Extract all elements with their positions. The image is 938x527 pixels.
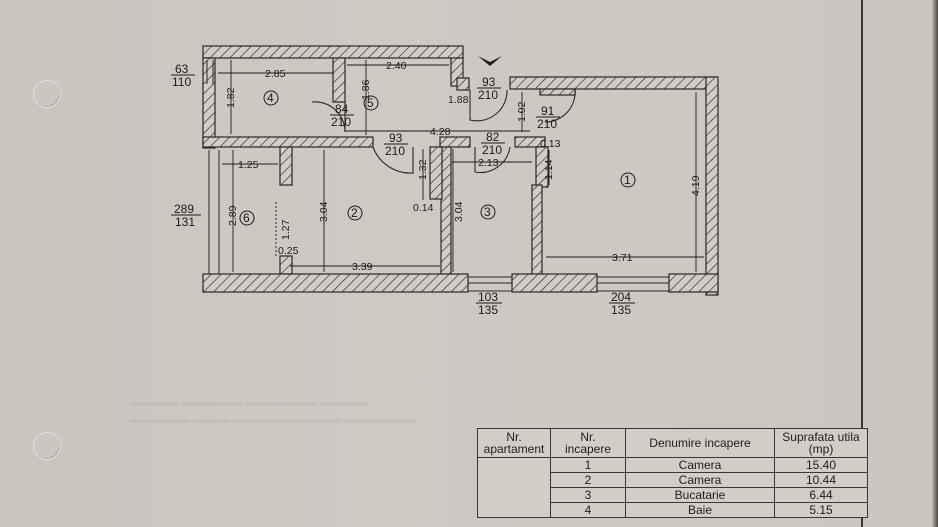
room-area-cell: 5.15 bbox=[774, 502, 868, 518]
opening-fractions bbox=[171, 74, 635, 304]
header-room-l2: incapere bbox=[564, 442, 612, 456]
room-area-cell: 6.44 bbox=[774, 487, 868, 503]
room-num-cell: 4 bbox=[550, 502, 626, 518]
svg-text:0.14: 0.14 bbox=[413, 202, 434, 214]
room-number-6: 6 bbox=[243, 211, 250, 225]
room-name-cell: Bucatarie bbox=[625, 487, 775, 503]
svg-text:0.13: 0.13 bbox=[540, 138, 561, 150]
table-row: 4 Baie 5.15 bbox=[478, 502, 868, 518]
room-number-5: 5 bbox=[367, 96, 374, 110]
svg-text:82: 82 bbox=[486, 130, 500, 144]
room-name-cell: Baie bbox=[625, 502, 775, 518]
punch-hole bbox=[33, 432, 61, 460]
svg-text:2.89: 2.89 bbox=[227, 205, 239, 226]
svg-text:93: 93 bbox=[389, 131, 403, 145]
svg-text:0.25: 0.25 bbox=[278, 245, 299, 257]
svg-text:1.32: 1.32 bbox=[417, 159, 429, 180]
dimension-texts: 2.85 2.40 1.88 4.28 0.13 2.13 0.14 3.71 … bbox=[238, 60, 633, 273]
apartment-cell bbox=[477, 457, 551, 518]
header-room-name: Denumire incapere bbox=[625, 428, 775, 458]
walls bbox=[202, 45, 719, 296]
svg-text:210: 210 bbox=[385, 144, 405, 158]
page-edge-shadow bbox=[932, 0, 938, 527]
svg-text:3.71: 3.71 bbox=[612, 252, 633, 264]
header-apartment-l2: apartament bbox=[483, 442, 545, 456]
header-area: Suprafata utila (mp) bbox=[774, 428, 868, 458]
header-room-l1: Nr. bbox=[580, 430, 596, 444]
svg-text:84: 84 bbox=[335, 102, 349, 116]
page-edge-line bbox=[861, 0, 863, 527]
svg-text:2.40: 2.40 bbox=[386, 60, 407, 72]
header-room-number: Nr. incapere bbox=[550, 428, 626, 458]
room-area-cell: 15.40 bbox=[774, 457, 868, 473]
punch-hole bbox=[33, 80, 61, 108]
entrance-arrow-icon bbox=[478, 56, 502, 66]
svg-text:1.02: 1.02 bbox=[516, 101, 528, 122]
svg-text:210: 210 bbox=[478, 88, 498, 102]
svg-text:1.27: 1.27 bbox=[280, 219, 292, 240]
header-area-l1: Suprafata utila bbox=[782, 430, 860, 444]
svg-text:210: 210 bbox=[331, 115, 351, 129]
room-name-cell: Camera bbox=[625, 457, 775, 473]
svg-text:1.86: 1.86 bbox=[360, 79, 372, 100]
room-numbers bbox=[239, 90, 636, 226]
table-row: 2 Camera 10.44 bbox=[478, 472, 868, 488]
room-name-cell: Camera bbox=[625, 472, 775, 488]
svg-text:210: 210 bbox=[482, 143, 502, 157]
windows bbox=[206, 60, 669, 292]
svg-text:135: 135 bbox=[611, 303, 631, 317]
faint-background-text: ▬▬▬▬ ▬▬▬▬▬ ▬▬▬▬▬▬ ▬▬▬▬ bbox=[130, 395, 369, 409]
svg-text:204: 204 bbox=[611, 290, 631, 304]
room-num-cell: 1 bbox=[550, 457, 626, 473]
room-num-cell: 3 bbox=[550, 487, 626, 503]
table-row: 1 Camera 15.40 bbox=[477, 457, 868, 518]
svg-text:1.14: 1.14 bbox=[543, 159, 555, 180]
vertical-dimension-texts: 1.82 1.86 1.02 1.32 1.14 4.19 2.89 1.27 … bbox=[225, 79, 702, 240]
room-number-3: 3 bbox=[484, 205, 491, 219]
doors bbox=[311, 88, 576, 174]
room-area-cell: 10.44 bbox=[774, 472, 868, 488]
header-area-l2: (mp) bbox=[808, 442, 834, 456]
svg-text:1.88: 1.88 bbox=[448, 94, 469, 106]
svg-text:3.39: 3.39 bbox=[352, 261, 373, 273]
svg-text:2.13: 2.13 bbox=[478, 157, 499, 169]
faint-background-text: ▬▬▬▬▬ ▬▬▬ ▬▬▬▬▬▬▬▬▬ ▬▬▬▬▬▬ bbox=[130, 412, 417, 426]
svg-text:2.85: 2.85 bbox=[265, 68, 286, 80]
svg-text:110: 110 bbox=[172, 75, 191, 89]
room-number-4: 4 bbox=[267, 91, 274, 105]
svg-text:3.04: 3.04 bbox=[318, 201, 330, 222]
dimension-lines bbox=[218, 60, 704, 272]
svg-text:289: 289 bbox=[174, 202, 194, 216]
svg-text:1.25: 1.25 bbox=[238, 159, 259, 171]
table-header-row: Nr. apartament Nr. incapere Denumire inc… bbox=[477, 428, 868, 458]
room-number-1: 1 bbox=[624, 173, 631, 187]
svg-text:3.04: 3.04 bbox=[453, 201, 465, 222]
svg-text:135: 135 bbox=[478, 303, 498, 317]
room-area-table: Nr. apartament Nr. incapere Denumire inc… bbox=[477, 428, 868, 518]
header-apartment-l1: Nr. bbox=[506, 430, 522, 444]
svg-text:103: 103 bbox=[478, 290, 498, 304]
svg-text:131: 131 bbox=[175, 215, 195, 229]
svg-text:63: 63 bbox=[175, 62, 189, 76]
svg-text:4.19: 4.19 bbox=[690, 175, 702, 196]
svg-text:210: 210 bbox=[537, 117, 557, 131]
svg-text:1.82: 1.82 bbox=[225, 87, 237, 108]
svg-text:4.28: 4.28 bbox=[430, 126, 451, 138]
svg-text:93: 93 bbox=[482, 75, 496, 89]
header-apartment: Nr. apartament bbox=[477, 428, 551, 458]
svg-text:91: 91 bbox=[541, 104, 555, 118]
room-num-cell: 2 bbox=[550, 472, 626, 488]
room-number-2: 2 bbox=[351, 206, 358, 220]
